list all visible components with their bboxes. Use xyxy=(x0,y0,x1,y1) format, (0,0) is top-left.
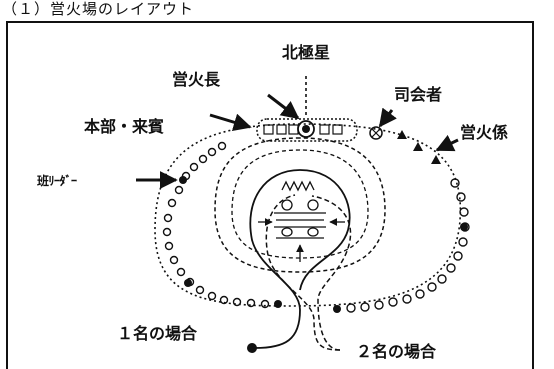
label-two-persons: ２名の場合 xyxy=(356,342,437,361)
group-leader-mark xyxy=(333,305,341,313)
fire-crew-mark xyxy=(431,155,441,164)
hq-seat xyxy=(263,124,274,135)
entry-path-dashed-2 xyxy=(311,195,352,351)
label-fire-chief: 営火長 xyxy=(172,70,221,89)
label-hq-guests: 本部・来賓 xyxy=(84,117,165,136)
label-fire-crew: 営火係 xyxy=(460,123,509,142)
hq-seat xyxy=(319,124,330,135)
pointer-arrows xyxy=(136,93,459,189)
participants-left xyxy=(162,141,270,309)
hq-seat xyxy=(276,124,287,135)
mc-mark xyxy=(369,126,383,140)
label-mc: 司会者 xyxy=(394,85,443,104)
label-one-person: １名の場合 xyxy=(117,324,198,343)
group-leader-mark xyxy=(274,300,282,308)
entrance-mark xyxy=(247,343,257,353)
outer-dotted-ring xyxy=(154,123,462,307)
participants-right xyxy=(346,178,470,313)
diagram-frame xyxy=(6,21,534,369)
label-polaris: 北極星 xyxy=(282,43,331,62)
label-group-leader: 班ﾘｰﾀﾞｰ xyxy=(37,174,77,188)
campfire xyxy=(274,180,326,239)
section-heading: （１）営火場のレイアウト xyxy=(2,0,195,18)
hq-seat xyxy=(332,124,343,135)
entry-path-dashed xyxy=(265,194,341,351)
group-leader-mark xyxy=(460,223,468,231)
group-leader-mark xyxy=(179,176,187,184)
entry-path-solid xyxy=(249,169,351,349)
group-leader-mark xyxy=(184,279,192,287)
fire-chief-mark xyxy=(297,120,315,138)
fire-crew-mark xyxy=(397,130,407,139)
hq-seat xyxy=(288,124,299,135)
fire-chief-mark-center xyxy=(302,125,310,133)
fire-crew-mark xyxy=(413,142,423,151)
hq-area xyxy=(256,118,358,142)
